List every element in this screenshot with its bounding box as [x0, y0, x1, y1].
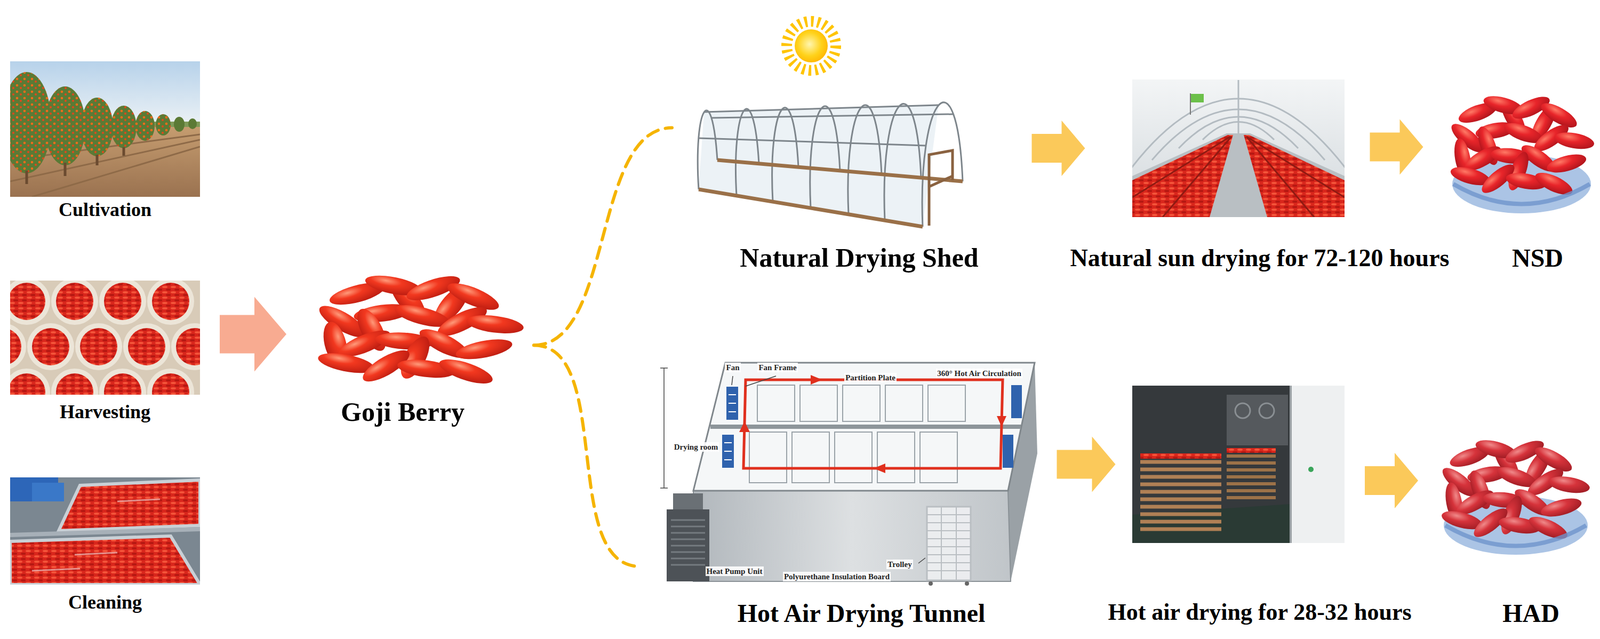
node-caption: Natural Drying Shed	[739, 242, 979, 274]
node-caption: Harvesting	[59, 401, 151, 423]
node-caption: Cultivation	[58, 198, 152, 221]
sun-icon	[786, 21, 836, 71]
illustration-node: Natural Drying Shed	[693, 51, 985, 230]
sun-drying-photo	[1132, 79, 1345, 218]
node-caption: Cleaning	[68, 591, 142, 614]
photo-node: Natural sun drying for 72-120 hours	[1132, 79, 1345, 218]
goji-pile	[313, 271, 526, 389]
part-label: Polyurethane Insulation Board	[782, 571, 891, 582]
node-caption: Goji Berry	[340, 396, 465, 428]
part-label: Fan	[724, 362, 741, 373]
node-caption: Hot Air Drying Tunnel	[737, 598, 986, 628]
trolley-rack	[926, 506, 971, 586]
part-label: Fan Frame	[757, 362, 798, 373]
flow-arrow	[1057, 436, 1116, 493]
photo-node: Hot air drying for 28-32 hours	[1132, 385, 1345, 543]
part-label: Partition Plate	[844, 372, 897, 383]
cultivation-photo	[10, 61, 200, 197]
part-label: Heat Pump Unit	[705, 566, 764, 576]
photo-node: Cleaning	[10, 477, 200, 585]
part-label: Drying room	[673, 442, 720, 452]
photo-node: Harvesting	[10, 280, 200, 395]
part-label: 360° Hot Air Circulation	[936, 368, 1023, 379]
flow-arrow	[1364, 452, 1419, 509]
flow-arrow	[1032, 120, 1086, 176]
illustration-node: Hot Air Drying Tunnel	[661, 355, 1040, 590]
drying-tunnel	[660, 362, 1038, 586]
node-caption: NSD	[1512, 243, 1564, 273]
harvesting-photo	[10, 280, 200, 395]
photo-node: Goji Berry	[306, 254, 521, 388]
photo-node: NSD	[1448, 76, 1597, 215]
part-label: Trolley	[886, 559, 913, 570]
had-bowl	[1438, 436, 1591, 555]
cleaning-photo	[10, 477, 200, 585]
split-line	[533, 345, 640, 567]
node-caption: Hot air drying for 28-32 hours	[1107, 598, 1412, 627]
flow-arrow	[1370, 119, 1424, 175]
drying-shed	[697, 102, 963, 227]
flow-arrow	[219, 297, 287, 372]
node-caption: Natural sun drying for 72-120 hours	[1070, 244, 1450, 273]
split-line	[533, 128, 672, 346]
nsd-bowl	[1447, 92, 1596, 214]
hot-air-photo	[1132, 385, 1345, 543]
photo-node: HAD	[1438, 418, 1594, 557]
node-caption: HAD	[1502, 598, 1560, 628]
photo-node: Cultivation	[10, 61, 200, 197]
